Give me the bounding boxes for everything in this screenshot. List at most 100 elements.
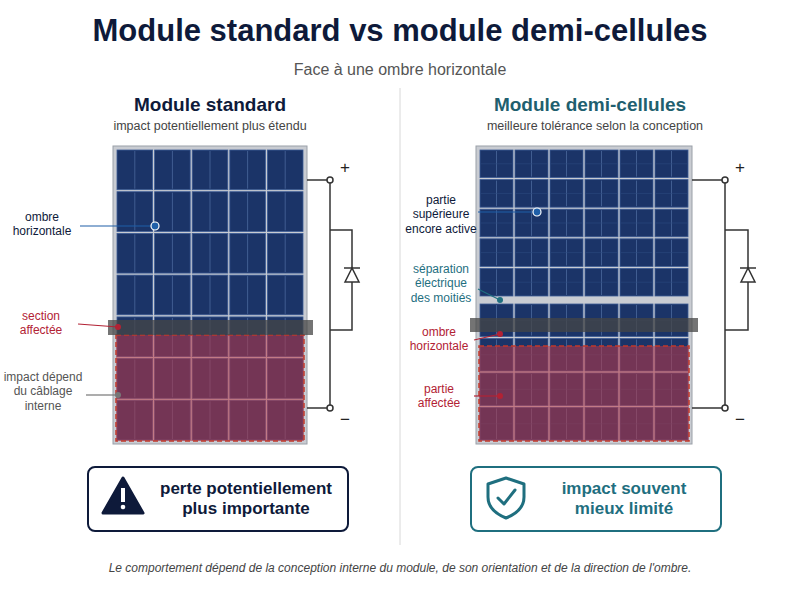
bypass-circuit [692,177,756,411]
solar-cell [585,239,618,267]
solar-cell [192,150,228,190]
solar-cell [480,150,513,178]
solar-cell [192,192,228,232]
cell-split [481,163,512,164]
solar-cell [117,275,153,315]
busbar [210,193,211,231]
cell-split [586,223,617,224]
cell-split [481,223,512,224]
cell-split [656,163,687,164]
solar-cell [267,233,303,273]
cell-split [656,252,687,253]
cell-split [516,282,547,283]
cell-split [586,252,617,253]
cell-split [481,252,512,253]
cell-grid [117,150,303,440]
busbar [172,276,173,314]
cell-split [481,282,512,283]
solar-cell [480,209,513,237]
solar-cell [155,275,191,315]
solar-cell [620,209,653,237]
solar-cell [655,180,688,208]
solar-cell [192,233,228,273]
title: Module standard vs module demi-cellules [0,12,800,49]
solar-cell [267,275,303,315]
solar-cell [230,275,266,315]
solar-cell [550,150,583,178]
solar-cell [515,180,548,208]
label-text: − [337,410,353,430]
cell-split [621,223,652,224]
label-text: section affectée [6,309,76,338]
busbar [247,234,248,272]
solar-cell [655,268,688,296]
label-text: ombre horizontale [6,210,78,239]
solar-cell [655,209,688,237]
solar-cell [550,239,583,267]
solar-cell [620,268,653,296]
panel-frame [476,146,692,444]
solar-cell [230,233,266,273]
solar-cell [480,180,513,208]
solar-cell [230,192,266,232]
cell-split [551,252,582,253]
label-text: séparation électrique des moitiés [404,262,478,305]
solar-cell [550,209,583,237]
label-text: meilleure tolérance selon la conception [410,119,780,134]
result-box: perte potentiellement plus importante [87,466,349,532]
box-text: perte potentiellement plus importante [155,479,337,520]
cell-split [551,193,582,194]
result-box: impact souvent mieux limité [470,466,722,532]
label-text: + [732,158,748,178]
label-text: Face à une ombre horizontale [200,60,600,79]
busbar [134,234,135,272]
bypass-circuit [307,177,360,411]
cell-split [551,223,582,224]
cell-split [621,163,652,164]
solar-cell [155,150,191,190]
busbar [210,276,211,314]
shadow-band [108,320,313,335]
solar-cell [230,150,266,190]
label-text: partie affectée [404,382,474,411]
busbar [172,193,173,231]
solar-cell [155,192,191,232]
cell-split [621,193,652,194]
busbar [134,151,135,189]
solar-cell [620,150,653,178]
solar-cell [585,180,618,208]
cell-split [516,163,547,164]
busbar [247,193,248,231]
solar-cell [620,180,653,208]
solar-cell [620,239,653,267]
solar-cell [515,209,548,237]
half-cell-grid [480,150,688,440]
busbar [210,151,211,189]
warning-icon [103,478,143,513]
busbar [285,151,286,189]
cell-split [481,193,512,194]
shadow-band [470,318,698,332]
cell-split [621,252,652,253]
solar-cell [155,233,191,273]
cell-split [551,282,582,283]
affected-zone [479,346,689,441]
solar-cell [267,150,303,190]
solar-cell [550,268,583,296]
busbar [247,276,248,314]
cell-split [516,223,547,224]
solar-cell [550,180,583,208]
label-text: impact dépend du câblage interne [2,370,84,413]
cell-split [551,163,582,164]
cell-split [516,193,547,194]
solar-cell [655,150,688,178]
solar-cell [585,268,618,296]
cell-split [621,282,652,283]
box-text: impact souvent mieux limité [538,479,710,520]
solar-cell [585,150,618,178]
busbar [172,234,173,272]
shield-icon [488,478,524,518]
busbar [285,234,286,272]
busbar [134,276,135,314]
